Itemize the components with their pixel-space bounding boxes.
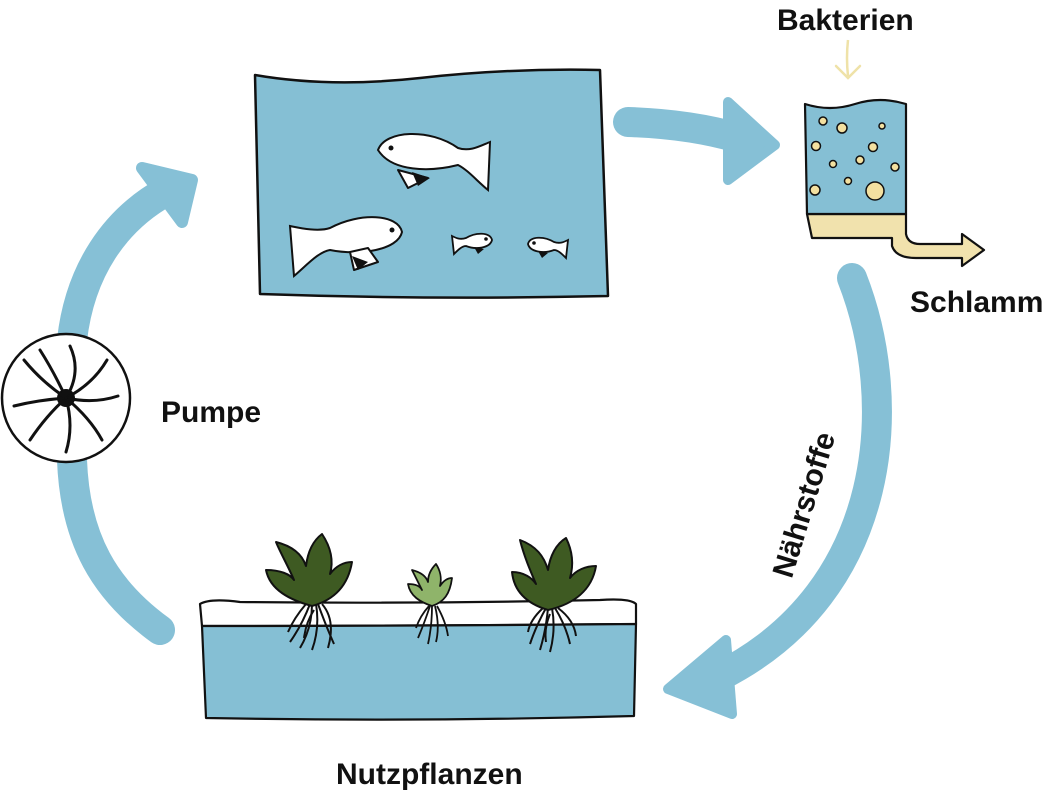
crop-bed [198, 598, 638, 721]
pump-impeller-icon [0, 332, 132, 464]
arrow-pump-to-tank [57, 162, 198, 355]
fish-icon [450, 232, 493, 256]
plant-icon [265, 533, 353, 651]
plant-icon [407, 563, 453, 645]
sludge-label: Schlamm [910, 286, 1044, 319]
bacteria-dots [809, 116, 900, 201]
bacteria-label: Bakterien [777, 4, 914, 37]
arrow-filter-to-crops [663, 263, 892, 719]
fish-icon [376, 132, 492, 193]
biofilter [803, 98, 986, 268]
fish-icon [288, 216, 404, 279]
fish-icon [527, 236, 570, 260]
fish-tank [253, 68, 610, 299]
bacteria-arrow [834, 39, 862, 80]
arrow-tank-to-filter [613, 97, 780, 185]
arrow-crops-to-pump [57, 445, 175, 645]
pump-label: Pumpe [161, 396, 262, 429]
plant-icon [511, 537, 597, 653]
crops-label: Nutzpflanzen [336, 758, 523, 791]
